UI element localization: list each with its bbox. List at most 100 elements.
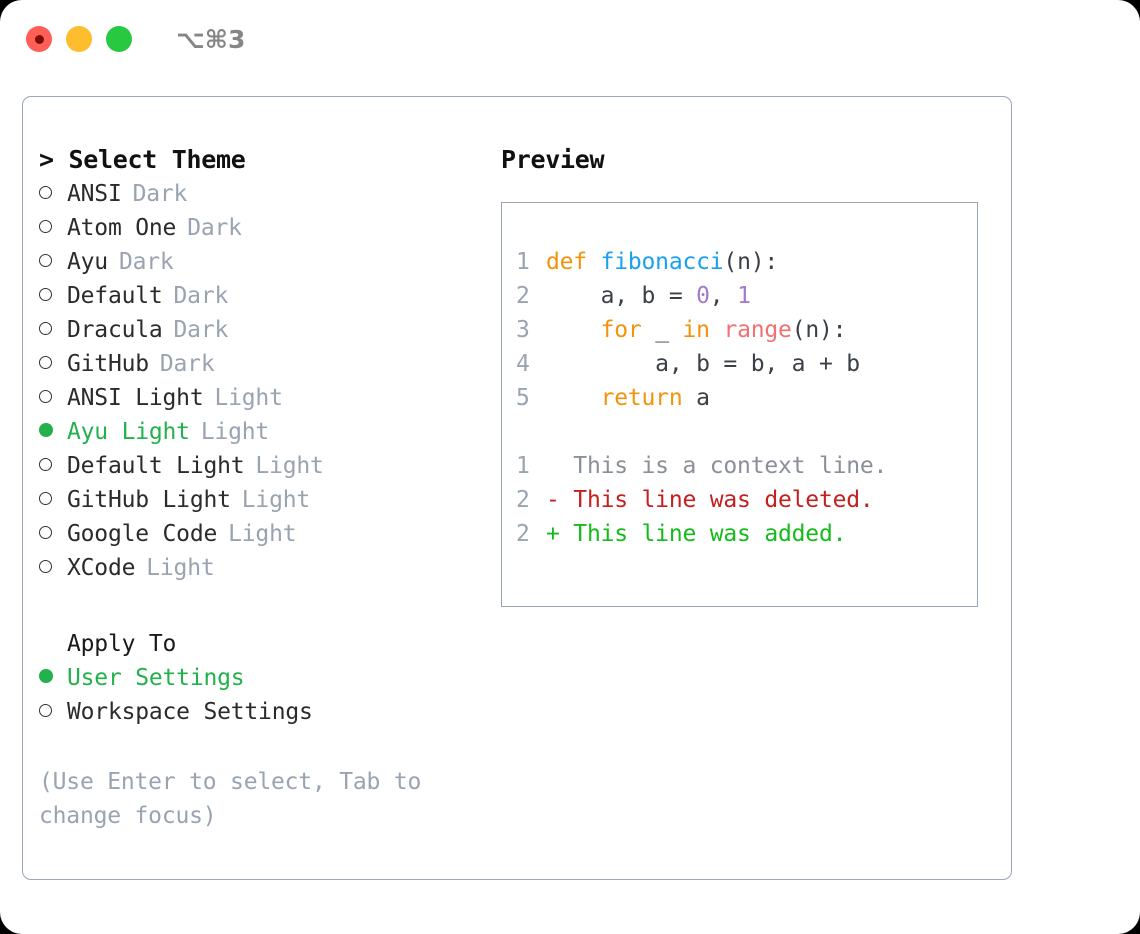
theme-option-label: ANSI (67, 181, 122, 207)
theme-option-label: Default Light (67, 453, 245, 479)
bullet (39, 704, 52, 717)
keyboard-shortcut-label: ⌥⌘3 (176, 24, 246, 54)
code-token: in (682, 317, 710, 343)
radio-selected-icon (39, 423, 67, 437)
radio-unselected-icon (39, 322, 67, 335)
code-token: 1 (737, 283, 751, 309)
theme-option-label: Dracula (67, 317, 163, 343)
diff-text: + This line was added. (546, 521, 847, 547)
code-token (546, 317, 601, 343)
theme-option-tag: Light (228, 521, 297, 547)
code-line: 5 return a (516, 381, 977, 415)
diff-line: 1 This is a context line. (516, 449, 977, 483)
apply-to-header: Apply To (67, 631, 177, 657)
code-token: a (682, 385, 710, 411)
theme-option-tag: Light (146, 555, 215, 581)
line-number: 1 (516, 249, 530, 275)
code-token: range (723, 317, 792, 343)
theme-option-label: Default (67, 283, 163, 309)
code-token: (n): (791, 317, 847, 343)
code-line: 3 for _ in range(n): (516, 313, 977, 347)
bullet (39, 423, 53, 437)
theme-option-github-light[interactable]: GitHub Light Light (39, 483, 478, 517)
apply-to-option-workspace-settings[interactable]: Workspace Settings (39, 695, 478, 729)
bullet (39, 669, 53, 683)
line-number: 4 (516, 351, 530, 377)
bullet (39, 220, 52, 233)
theme-option-ansi-light[interactable]: ANSI Light Light (39, 381, 478, 415)
close-button[interactable] (26, 26, 52, 52)
code-token (710, 317, 724, 343)
radio-unselected-icon (39, 288, 67, 301)
minimize-button[interactable] (66, 26, 92, 52)
select-theme-header: > Select Theme (39, 145, 246, 174)
radio-unselected-icon (39, 220, 67, 233)
code-token: for (600, 317, 642, 343)
theme-option-tag: Light (214, 385, 283, 411)
theme-option-label: GitHub (67, 351, 149, 377)
theme-option-label: Ayu Light (67, 419, 190, 445)
keyboard-hint: (Use Enter to select, Tab to change focu… (39, 769, 422, 829)
theme-option-xcode[interactable]: XCode Light (39, 551, 478, 585)
close-icon (34, 34, 44, 44)
theme-option-label: Ayu (67, 249, 108, 275)
theme-option-tag: Light (200, 419, 270, 445)
theme-option-tag: Dark (159, 351, 215, 377)
code-token: a, b = (546, 283, 697, 309)
radio-unselected-icon (39, 492, 67, 505)
theme-option-dracula[interactable]: Dracula Dark (39, 313, 478, 347)
theme-option-github[interactable]: GitHub Dark (39, 347, 478, 381)
radio-unselected-icon (39, 356, 67, 369)
code-token: a, b = b, a + b (546, 351, 860, 377)
code-token: _ (641, 317, 683, 343)
line-number: 1 (516, 453, 530, 479)
code-token: 0 (696, 283, 710, 309)
apply-to-option-label: User Settings (67, 665, 245, 691)
code-token: , (709, 283, 738, 309)
theme-option-label: XCode (67, 555, 136, 581)
code-token (546, 385, 601, 411)
code-token: def (546, 249, 601, 275)
line-number: 2 (516, 521, 530, 547)
theme-option-tag: Light (241, 487, 311, 513)
code-token: return (600, 385, 683, 411)
spacer (39, 729, 478, 765)
spacer (516, 415, 977, 449)
theme-option-tag: Dark (173, 317, 229, 343)
title-bar: ⌥⌘3 (0, 0, 1140, 78)
bullet (39, 254, 52, 267)
traffic-lights (26, 26, 132, 52)
preview-header: Preview (501, 145, 605, 174)
code-line: 4 a, b = b, a + b (516, 347, 977, 381)
bullet (39, 288, 52, 301)
theme-option-label: GitHub Light (67, 487, 231, 513)
apply-to-option-label: Workspace Settings (67, 699, 313, 725)
bullet (39, 390, 52, 403)
bullet (39, 186, 52, 199)
apply-to-option-user-settings[interactable]: User Settings (39, 661, 478, 695)
zoom-button[interactable] (106, 26, 132, 52)
line-number: 2 (516, 283, 530, 309)
diff-line: 2- This line was deleted. (516, 483, 977, 517)
diff-line: 2 + This line was added. (516, 517, 977, 551)
radio-unselected-icon (39, 186, 67, 199)
theme-option-ayu-light[interactable]: Ayu Light Light (39, 415, 478, 449)
line-number: 3 (516, 317, 530, 343)
radio-unselected-icon (39, 526, 67, 539)
theme-option-label: ANSI Light (67, 385, 204, 411)
theme-option-tag: Dark (187, 215, 242, 241)
bullet (39, 560, 52, 573)
